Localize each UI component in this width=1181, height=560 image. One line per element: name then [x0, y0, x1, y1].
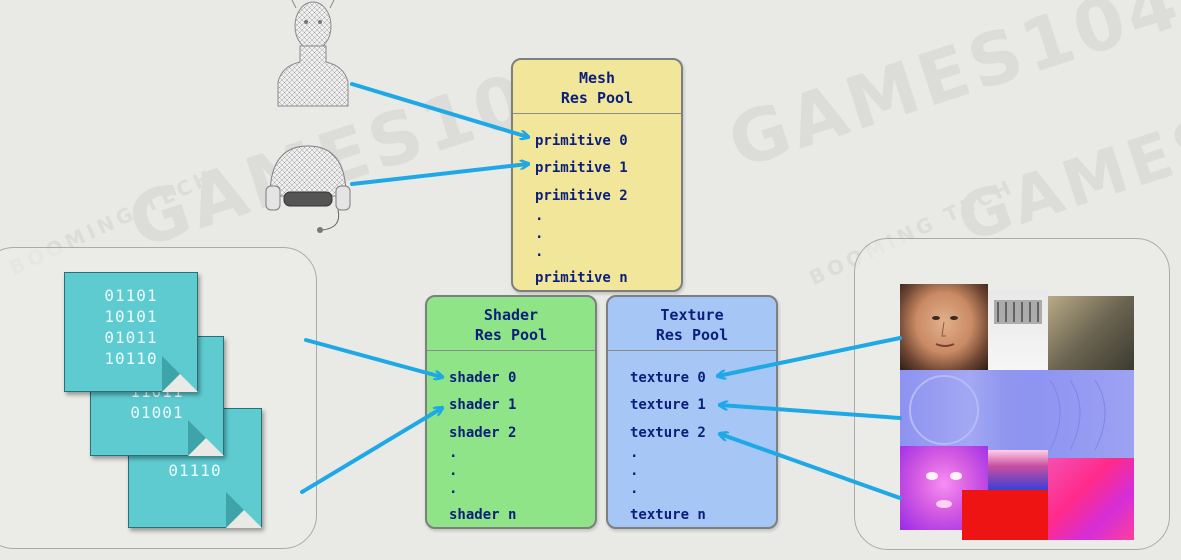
detail-texture [1048, 296, 1134, 370]
arrow-file-to-shader1 [300, 408, 442, 494]
arrow-sss-to-texture2 [720, 434, 902, 500]
arrow-normal-to-texture1 [720, 405, 902, 420]
page-fold-icon [188, 420, 224, 456]
pool-row: texture 2 [630, 425, 706, 441]
pool-row: . [630, 445, 639, 461]
pool-title-line: Res Pool [560, 89, 634, 107]
pool-row: . [535, 244, 544, 260]
binary-line: 01101 [104, 286, 158, 305]
binary-line: 10110 [104, 349, 158, 368]
pool-row: texture 1 [630, 397, 706, 413]
binary-line: 01011 [104, 328, 158, 347]
pool-row: . [630, 463, 639, 479]
pool-row: shader 0 [449, 370, 517, 386]
pool-row: texture 0 [630, 370, 706, 386]
page-fold-icon [226, 492, 262, 528]
pool-title-line: Texture [660, 306, 724, 324]
divider [427, 350, 595, 351]
page-fold-icon [162, 356, 198, 392]
pool-title-line: Res Pool [655, 326, 729, 344]
pool-row: . [535, 208, 544, 224]
pool-row: shader 1 [449, 397, 517, 413]
arrow-file-to-shader0 [304, 338, 442, 377]
pool-row: primitive 1 [535, 160, 628, 176]
divider [608, 350, 776, 351]
helmet-mesh-icon [262, 140, 354, 238]
divider [513, 113, 681, 114]
pool-row: primitive 2 [535, 188, 628, 204]
normal-map-texture [900, 370, 1134, 458]
pool-row: shader n [449, 507, 517, 523]
arrow-helmet-to-primitive1 [350, 164, 528, 186]
specular-texture [1048, 458, 1134, 540]
face-albedo-texture [900, 284, 988, 370]
red-mask-texture [962, 490, 1048, 540]
binary-line: 01001 [130, 403, 184, 422]
pool-row: primitive 0 [535, 133, 628, 149]
arrow-head-to-primitive0 [350, 82, 528, 137]
head-mesh-icon [272, 0, 354, 108]
pool-title-line: Shader [483, 306, 539, 324]
pool-title-line: Mesh [578, 69, 616, 87]
mask-texture [988, 450, 1048, 490]
pool-row: . [535, 226, 544, 242]
pool-row: primitive n [535, 270, 628, 286]
pool-row: . [449, 463, 458, 479]
binary-line: 10101 [104, 307, 158, 326]
pool-row: . [449, 445, 458, 461]
pool-title-line: Res Pool [474, 326, 548, 344]
shader-file: 01101 10101 01011 10110 [64, 272, 198, 392]
pool-row: . [630, 481, 639, 497]
arrow-face-to-texture0 [718, 336, 902, 376]
pool-row: . [449, 481, 458, 497]
roughness-texture [988, 290, 1048, 370]
binary-line: 01110 [168, 461, 222, 480]
pool-row: texture n [630, 507, 706, 523]
pool-row: shader 2 [449, 425, 517, 441]
